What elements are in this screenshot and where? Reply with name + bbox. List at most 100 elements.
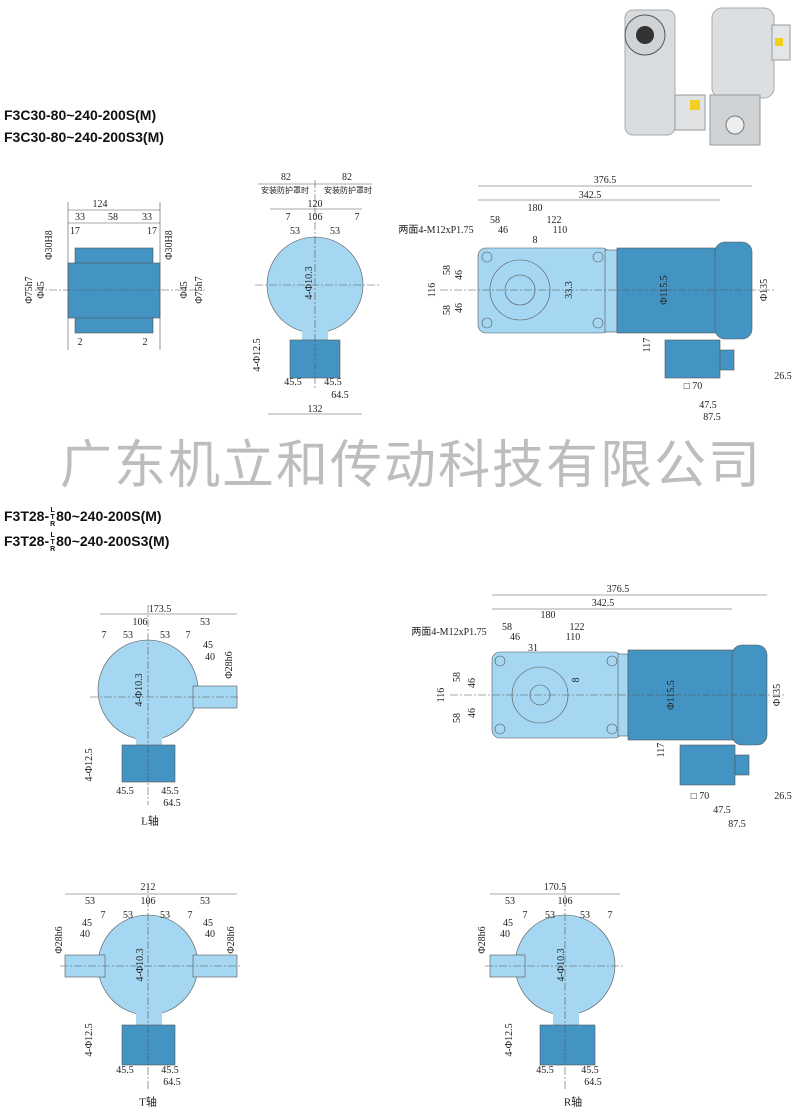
dimension-label: 58 [502, 622, 512, 633]
motor-top-view-drawing [440, 185, 775, 379]
dimension-label: 7 [354, 212, 360, 223]
dimension-label: 53 [123, 630, 133, 641]
dimension-label: 46 [510, 632, 520, 643]
dimension-label: 82 [281, 172, 291, 183]
dimension-label: 4-Φ10.3 [304, 266, 315, 300]
dimension-label: Φ28h6 [226, 926, 237, 954]
dimension-label: 64.5 [163, 798, 181, 809]
dimension-label: 2 [142, 337, 148, 348]
dimension-label: 40 [80, 929, 90, 940]
dimension-label: 58 [442, 265, 453, 275]
dimension-label: 132 [307, 404, 323, 415]
product-photo-hollow-shaft [709, 7, 791, 146]
dimension-label: 33 [142, 212, 152, 223]
dimension-label: 7 [522, 910, 528, 921]
dimension-label: 106 [307, 212, 323, 223]
dimension-label: 45.5 [581, 1065, 599, 1076]
dimension-label: 53 [330, 226, 340, 237]
dimension-label: 110 [552, 225, 568, 236]
dimension-label: 26.5 [774, 791, 792, 802]
dimension-label: 46 [454, 303, 465, 313]
sup-l: L [50, 506, 55, 514]
dimension-label: Φ45 [179, 281, 190, 299]
model-title-2: F3C30-80~240-200S3(M) [4, 129, 164, 145]
dimension-label: 47.5 [713, 805, 731, 816]
dimension-label: 45 [203, 918, 213, 929]
dimension-label: 40 [205, 929, 215, 940]
sup-t: T [50, 513, 55, 521]
dimension-label: Φ115.5 [659, 275, 670, 305]
dimension-label: 45 [203, 640, 213, 651]
dimension-label: 116 [436, 687, 447, 703]
dimension-label: 45.5 [161, 786, 179, 797]
dimension-label: 120 [307, 199, 323, 210]
dimension-label: 4-Φ12.5 [504, 1023, 515, 1057]
dimension-label: 7 [607, 910, 613, 921]
dimension-label: 376.5 [593, 175, 617, 186]
dimension-label: 53 [160, 630, 170, 641]
dimension-label: 376.5 [606, 584, 630, 595]
dimension-label: 212 [140, 882, 156, 893]
sup-r: R [50, 545, 56, 553]
dimension-label: 7 [100, 910, 106, 921]
dimension-label: 安装防护罩时 [261, 186, 309, 195]
dimension-label: 2 [77, 337, 83, 348]
dimension-label: 两面4-M12xP1.75 [398, 225, 474, 236]
dimension-label: 47.5 [699, 400, 717, 411]
dimension-label: Φ28h6 [54, 926, 65, 954]
dimension-label: 安装防护罩时 [324, 186, 372, 195]
dimension-label: 45.5 [284, 377, 302, 388]
sup-l: L [50, 531, 55, 539]
dimension-label: 45 [503, 918, 513, 929]
dimension-label: 106 [557, 896, 573, 907]
dimension-label: 53 [123, 910, 133, 921]
dimension-label: 58 [108, 212, 118, 223]
dimension-label: 31 [528, 643, 538, 654]
dimension-label: 122 [546, 215, 562, 226]
dimension-label: Φ115.5 [666, 680, 677, 710]
dimension-label: Φ45 [36, 281, 47, 299]
dimension-label: 117 [642, 337, 653, 353]
dimension-label: 17 [70, 226, 80, 237]
sup-r: R [50, 520, 56, 528]
t-axis-drawing [60, 885, 240, 1090]
dimension-label: 4-Φ12.5 [252, 338, 263, 372]
dimension-label: 45.5 [536, 1065, 554, 1076]
t-axis-caption: T轴 [139, 1096, 157, 1108]
motor-bottom-view-drawing [450, 594, 785, 786]
dimension-label: 4-Φ10.3 [134, 673, 145, 707]
dimension-label: 58 [452, 713, 463, 723]
dimension-label: 64.5 [584, 1077, 602, 1088]
dimension-label: 53 [200, 896, 210, 907]
dimension-label: 53 [160, 910, 170, 921]
dimension-label: 45.5 [116, 1065, 134, 1076]
dimension-label: 87.5 [703, 412, 721, 423]
dimension-label: 180 [540, 610, 556, 621]
dimension-label: 45.5 [116, 786, 134, 797]
title-suffix: 80~240-200S3(M) [56, 533, 170, 549]
dimension-label: 7 [185, 630, 191, 641]
dimension-label: 117 [656, 742, 667, 758]
dimension-label: Φ30H8 [164, 230, 175, 260]
dimension-label: 180 [527, 203, 543, 214]
dimension-label: 342.5 [578, 190, 602, 201]
dimension-label: Φ28h6 [477, 926, 488, 954]
dimension-label: 82 [342, 172, 352, 183]
dimension-label: □ 70 [683, 381, 703, 392]
dimension-label: 58 [452, 672, 463, 682]
front-view-drawing [35, 202, 205, 350]
dimension-label: 173.5 [148, 604, 172, 615]
dimension-label: 4-Φ10.3 [556, 948, 567, 982]
dimension-label: 116 [427, 282, 438, 298]
dimension-label: 110 [565, 632, 581, 643]
title-prefix: F3T28- [4, 508, 50, 524]
dimension-label: 8 [571, 677, 582, 683]
dimension-label: 7 [101, 630, 107, 641]
dimension-label: Φ75h7 [24, 276, 35, 304]
dimension-label: 106 [132, 617, 148, 628]
dimension-label: Φ135 [772, 683, 783, 707]
